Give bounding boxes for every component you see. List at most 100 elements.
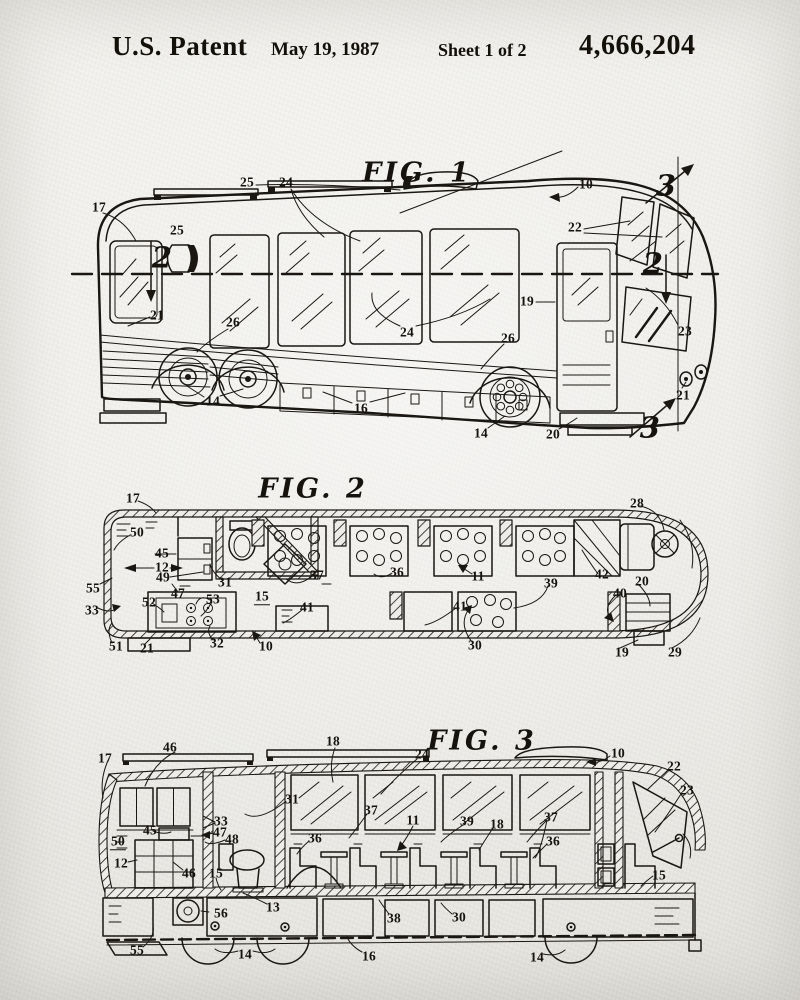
figure-3-drawing [98,746,706,965]
entry-door [556,242,618,412]
fig3-ref-numeral-15: 15 [651,867,667,883]
fig2-ref-numeral-42: 42 [594,566,610,582]
roof-equipment [153,150,563,214]
fig2-ref-numeral-17: 17 [125,490,141,506]
fig2-ref-numeral-39: 39 [543,575,559,591]
fig2-ref-numeral-10: 10 [258,638,274,654]
fig3-ref-numeral-50: 50 [109,833,127,850]
fig2-ref-numeral-28: 28 [629,495,645,511]
underfloor-compartments [102,897,694,965]
fig1-ref-numeral-25: 25 [169,222,185,238]
figure-1-drawing [70,150,720,438]
fig2-ref-numeral-31: 31 [217,574,233,590]
fig3-ref-numeral-18: 18 [489,816,505,832]
fig2-ref-numeral-15: 15 [253,588,271,605]
wheels [151,347,551,428]
patent-number: 4,666,204 [579,30,696,61]
sheet-count-label: Sheet 1 of 2 [438,40,527,60]
toilet-section [218,771,286,893]
fig2-ref-numeral-51: 51 [108,638,124,654]
fig2-ref-numeral-47: 47 [170,585,186,601]
fig2-ref-numeral-45: 45 [154,545,170,561]
fig3-ref-numeral-38: 38 [386,910,402,926]
fig3-ref-numeral-18: 18 [325,733,341,749]
fig1-ref-numeral-3: 3 [655,168,677,203]
fig1-ref-numeral-26: 26 [225,314,241,330]
fig2-ref-numeral-36: 36 [389,564,405,580]
fig2-ref-numeral-40: 40 [612,585,628,601]
fig1-ref-numeral-21: 21 [675,387,691,403]
fig3-ref-numeral-15: 15 [208,865,224,881]
fig1-ref-numeral-19: 19 [519,293,535,309]
fig3-ref-numeral-14: 14 [237,946,253,962]
fig3-ref-numeral-10: 10 [610,745,626,761]
fig3-ref-numeral-16: 16 [361,948,377,964]
fig3-ref-numeral-22: 22 [666,758,682,774]
fig1-ref-numeral-20: 20 [545,426,561,442]
fig3-ref-numeral-55: 55 [129,942,145,958]
fig3-ref-numeral-14: 14 [529,949,545,965]
dinette-tables [251,519,575,577]
leader-lines [101,747,682,956]
fig3-ref-numeral-48: 48 [224,831,240,847]
fig1-ref-numeral-2: 2 [151,240,173,275]
fig3-ref-numeral-45: 45 [142,822,158,838]
bus-side-body [96,177,717,430]
fig3-ref-numeral-47: 47 [212,824,228,840]
fig3-ref-numeral-37: 37 [363,802,379,818]
figure-2-title: FIG. 2 [258,473,368,505]
fig1-ref-numeral-14: 14 [473,425,489,441]
dinette-booths [286,843,557,889]
fig1-ref-numeral-21: 21 [149,307,165,323]
fig1-ref-numeral-25: 25 [239,174,255,190]
floor-structure [104,882,702,956]
side-windows [209,228,520,349]
fig1-ref-numeral-22: 22 [567,219,583,235]
fig1-ref-numeral-26: 26 [500,330,516,346]
fig3-ref-numeral-36: 36 [545,833,561,849]
bus-plan-outline [103,509,709,639]
fig1-ref-numeral-14: 14 [205,393,221,409]
fig2-ref-numeral-20: 20 [634,573,650,589]
fig1-ref-numeral-16: 16 [353,400,369,416]
leader-lines [97,500,701,649]
leader-lines [102,184,687,430]
fig1-ref-numeral-10: 10 [578,176,594,192]
fig2-ref-numeral-55: 55 [85,580,101,596]
fig3-ref-numeral-30: 30 [451,909,467,925]
fig1-ref-numeral-24: 24 [399,324,415,340]
fig3-ref-numeral-12: 12 [113,855,129,871]
fig2-ref-numeral-53: 53 [205,591,221,607]
fig1-ref-numeral-2: 2 [642,246,664,281]
entry-steps [607,591,671,646]
fig3-ref-numeral-39: 39 [459,813,475,829]
fig2-ref-numeral-41: 41 [299,599,315,615]
roof-and-shell [98,746,706,899]
fig2-ref-numeral-19: 19 [614,644,630,660]
fig2-ref-numeral-21: 21 [139,640,155,656]
fig2-ref-numeral-37: 37 [309,567,325,583]
section-lines [70,156,720,438]
fig2-ref-numeral-50: 50 [129,524,145,540]
fig1-ref-numeral-23: 23 [677,323,693,339]
fig3-ref-numeral-24: 24 [414,746,430,762]
figure-2-drawing [97,500,709,652]
fig2-ref-numeral-30: 30 [467,637,483,653]
rear-bedroom-section [116,771,214,889]
fig3-ref-numeral-31: 31 [284,791,300,807]
fig3-ref-numeral-37: 37 [543,809,559,825]
figure-1-title: FIG. 1 [362,157,472,189]
fig1-ref-numeral-17: 17 [91,199,107,215]
patent-date: May 19, 1987 [271,39,380,60]
fig3-ref-numeral-36: 36 [307,830,323,846]
fig1-ref-numeral-3: 3 [639,410,661,445]
fig3-ref-numeral-56: 56 [213,905,229,921]
fig2-ref-numeral-41: 41 [452,598,468,614]
fig2-ref-numeral-49: 49 [155,569,171,585]
fig2-ref-numeral-12: 12 [154,559,170,575]
patent-office-label: U.S. Patent [112,31,248,61]
salon-windows [290,774,591,835]
fig3-ref-numeral-46: 46 [162,739,178,755]
side-vent [166,244,198,273]
